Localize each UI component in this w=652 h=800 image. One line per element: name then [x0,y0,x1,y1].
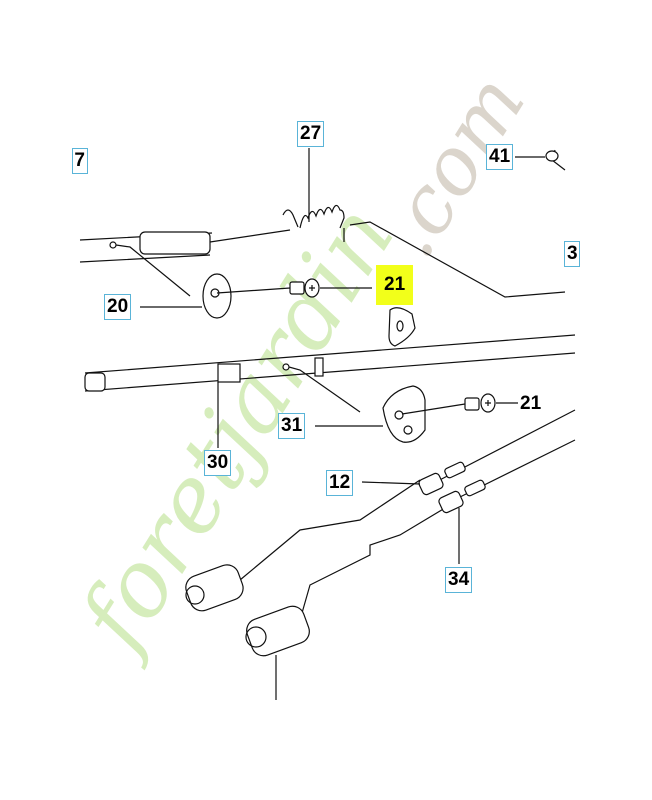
callout-41[interactable]: 41 [486,144,514,170]
callout-20[interactable]: 20 [104,294,132,320]
connector-icon [418,461,466,496]
screw-icon [289,278,320,298]
plug-icon [185,564,244,612]
plug-icon [245,605,310,657]
callout-edge-right[interactable]: 3 [564,241,580,267]
callout-12[interactable]: 12 [326,470,354,496]
spring-icon [282,204,345,242]
callout-31[interactable]: 31 [278,413,306,439]
callout-30[interactable]: 30 [204,450,232,476]
callout-21[interactable]: 21 [520,393,542,414]
callout-edge-left[interactable]: 7 [72,148,88,174]
callout-21-highlighted[interactable]: 21 [376,265,414,305]
callout-27[interactable]: 27 [297,121,325,147]
callout-34[interactable]: 34 [445,567,473,593]
